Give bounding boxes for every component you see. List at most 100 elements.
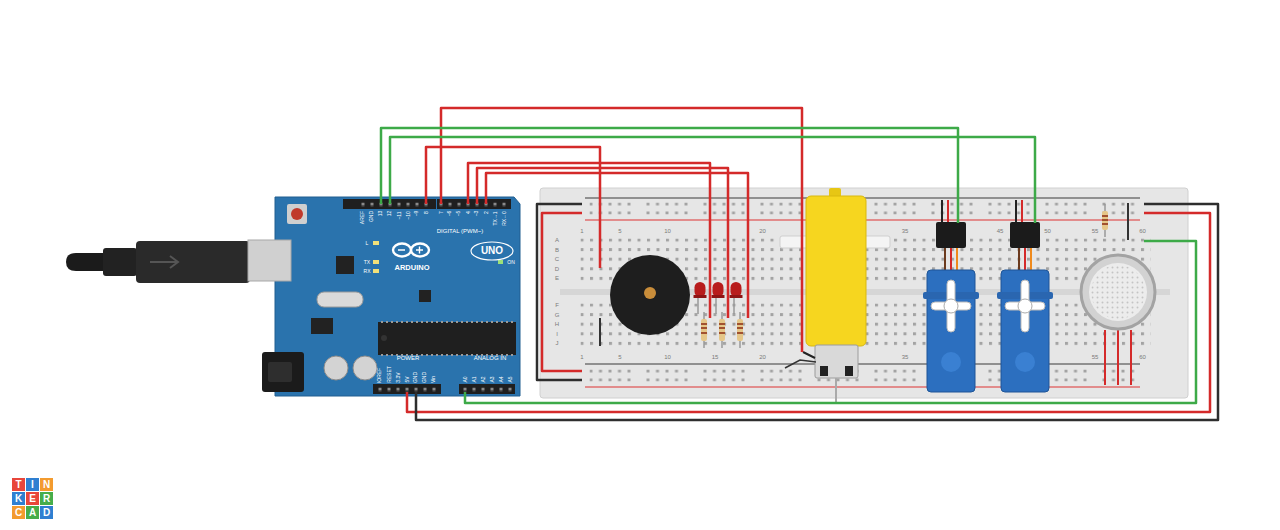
resistor-bands <box>701 324 743 333</box>
logo-letter: I <box>31 480 34 490</box>
led <box>713 282 724 297</box>
pin-label: ~10 <box>405 211 410 219</box>
row-letter: I <box>556 331 558 337</box>
arduino-logo-signs <box>398 247 423 254</box>
servo-hub <box>944 299 958 313</box>
pin-label: A5 <box>508 377 513 383</box>
led-group <box>694 282 744 348</box>
reset-cap <box>291 208 303 220</box>
sensor-cap <box>1089 263 1147 321</box>
power-jack-inner <box>268 362 292 382</box>
pin-label: AREF <box>361 211 366 224</box>
led-label: ON <box>507 260 515 265</box>
servo-body <box>927 270 975 392</box>
cable-strain <box>103 248 137 276</box>
logo-tile <box>26 478 39 491</box>
motor-body <box>806 196 866 346</box>
gas-sensor <box>1081 203 1155 385</box>
pin-label: ~11 <box>397 211 402 219</box>
pin-label: GND <box>414 372 419 383</box>
pin-label: RESET <box>386 366 391 383</box>
led-rim <box>730 295 743 298</box>
pin-label: 2 <box>484 211 489 214</box>
sensor-mesh <box>1091 265 1145 319</box>
wire <box>426 147 600 268</box>
row-letter: B <box>555 247 559 253</box>
logo-tile <box>26 492 39 505</box>
pin-label: 3.3V <box>395 373 400 383</box>
pin-label: A3 <box>490 377 495 383</box>
pin-label: A4 <box>499 377 504 383</box>
status-led <box>373 260 379 264</box>
piezo-buzzer <box>600 255 690 346</box>
column-number: 10 <box>664 354 671 360</box>
wire <box>407 213 1210 412</box>
column-number: 35 <box>902 354 909 360</box>
led-label: RX <box>364 269 371 274</box>
resistor-symbol <box>737 319 743 341</box>
power-jack <box>262 352 304 392</box>
servo-lead <box>1018 248 1020 272</box>
pin-label: 4 <box>466 211 471 214</box>
piezo-center <box>644 287 656 299</box>
wires <box>381 108 1218 420</box>
status-led <box>498 260 503 264</box>
wire <box>941 200 943 223</box>
breadboard <box>540 188 1188 398</box>
usb-cable <box>66 241 250 283</box>
wire <box>537 204 582 380</box>
header-label: POWER <box>397 355 420 361</box>
rail-holes <box>590 370 1140 382</box>
wire <box>785 360 816 368</box>
logo-letter: E <box>29 494 36 504</box>
rail-line <box>585 387 1140 388</box>
logo-tile <box>12 492 25 505</box>
arduino-board <box>275 197 520 396</box>
capacitor <box>353 356 377 380</box>
servo-header <box>1010 222 1040 248</box>
model-name: UNO <box>481 246 503 256</box>
led-leg <box>733 298 735 314</box>
servo-header <box>936 222 966 248</box>
column-number: 10 <box>664 228 671 234</box>
pin-label: GND <box>370 211 375 222</box>
capacitor <box>324 356 348 380</box>
usb-icon <box>150 256 178 268</box>
motor-axle <box>835 378 837 402</box>
row-letter: E <box>555 275 559 281</box>
row-letter: G <box>555 312 560 318</box>
led <box>731 282 742 297</box>
wire <box>803 352 815 358</box>
led <box>695 282 706 297</box>
logo-letter: T <box>15 480 21 490</box>
pin-label: ~5 <box>456 211 461 217</box>
sensor-pin <box>1104 330 1106 385</box>
logo-letter: R <box>43 494 50 504</box>
column-number: 55 <box>1092 228 1099 234</box>
reset-button <box>287 204 307 224</box>
column-number: 60 <box>1139 354 1146 360</box>
servo-gear <box>1015 352 1035 372</box>
column-number: 1 <box>580 228 583 234</box>
logo-tile <box>40 506 53 519</box>
microcontroller <box>378 322 516 355</box>
usb-plug <box>136 241 250 283</box>
pin-label: ~3 <box>474 211 479 217</box>
sensor-pin <box>1117 330 1119 385</box>
logo-tile <box>12 506 25 519</box>
wire <box>477 168 728 318</box>
pin-label: ~6 <box>447 211 452 217</box>
wire <box>416 204 1218 420</box>
pin-label: A0 <box>463 377 468 383</box>
led-rim <box>712 295 725 298</box>
pin-label: GND <box>423 372 428 383</box>
resistor-symbol <box>701 319 707 341</box>
pin-label: 7 <box>439 211 444 214</box>
ic-chip <box>419 290 431 302</box>
logo-tile <box>26 506 39 519</box>
wire <box>947 200 949 223</box>
wire <box>542 213 582 371</box>
led-leg <box>697 298 699 314</box>
crystal <box>317 292 363 307</box>
